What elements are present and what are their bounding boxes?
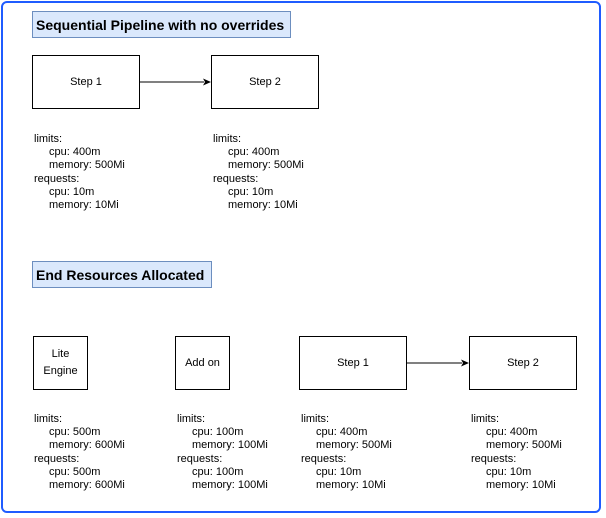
resource-spec-step-1: limits: cpu: 400m memory: 500Mi requests… xyxy=(34,133,125,212)
resource-spec-step-2-allocated: limits: cpu: 400m memory: 500Mi requests… xyxy=(471,413,562,492)
requests-cpu: cpu: 10m xyxy=(49,185,95,198)
limits-cpu: cpu: 400m xyxy=(486,426,538,439)
limits-memory: memory: 500Mi xyxy=(49,159,125,172)
limits-cpu: cpu: 100m xyxy=(192,426,244,439)
node-step-2-allocated[interactable]: Step 2 xyxy=(469,336,577,390)
node-step-1-label: Step 1 xyxy=(70,75,102,88)
node-step-1-allocated[interactable]: Step 1 xyxy=(299,336,407,390)
arrow-allocated-step-1-to-step-2 xyxy=(407,359,469,367)
limits-cpu: cpu: 400m xyxy=(49,146,101,159)
requests-memory: memory: 600Mi xyxy=(49,479,125,492)
limits-cpu: cpu: 500m xyxy=(49,426,101,439)
requests-memory: memory: 10Mi xyxy=(228,199,298,212)
limits-cpu: cpu: 400m xyxy=(228,146,280,159)
node-step-2[interactable]: Step 2 xyxy=(211,55,319,109)
requests-label: requests: xyxy=(213,172,259,185)
requests-cpu: cpu: 10m xyxy=(486,465,532,478)
node-lite-engine[interactable]: Lite Engine xyxy=(33,336,88,390)
diagram-frame xyxy=(1,1,601,513)
limits-label: limits: xyxy=(471,413,500,425)
resource-spec-step-2: limits: cpu: 400m memory: 500Mi requests… xyxy=(213,133,304,212)
node-step-2-label: Step 2 xyxy=(249,75,281,88)
requests-cpu: cpu: 100m xyxy=(192,465,244,478)
resource-spec-step-1-allocated: limits: cpu: 400m memory: 500Mi requests… xyxy=(301,413,392,492)
limits-label: limits: xyxy=(301,413,330,425)
node-lite-engine-label: Lite Engine xyxy=(43,348,78,377)
limits-memory: memory: 100Mi xyxy=(192,439,268,452)
requests-memory: memory: 10Mi xyxy=(316,479,386,492)
requests-label: requests: xyxy=(177,452,223,465)
limits-memory: memory: 500Mi xyxy=(228,159,304,172)
section-title-sequential-pipeline: Sequential Pipeline with no overrides xyxy=(32,11,291,38)
requests-memory: memory: 10Mi xyxy=(486,479,556,492)
limits-cpu: cpu: 400m xyxy=(316,426,368,439)
requests-label: requests: xyxy=(301,452,347,465)
section-title-end-resources: End Resources Allocated xyxy=(32,261,212,288)
requests-label: requests: xyxy=(34,452,80,465)
arrow-step-1-to-step-2 xyxy=(140,78,211,86)
limits-label: limits: xyxy=(34,133,63,145)
requests-label: requests: xyxy=(471,452,517,465)
resource-spec-lite-engine: limits: cpu: 500m memory: 600Mi requests… xyxy=(34,413,125,492)
limits-label: limits: xyxy=(213,133,242,145)
limits-memory: memory: 600Mi xyxy=(49,439,125,452)
requests-cpu: cpu: 500m xyxy=(49,465,101,478)
limits-memory: memory: 500Mi xyxy=(486,439,562,452)
node-add-on[interactable]: Add on xyxy=(175,336,230,390)
resource-spec-add-on: limits: cpu: 100m memory: 100Mi requests… xyxy=(177,413,268,492)
limits-memory: memory: 500Mi xyxy=(316,439,392,452)
requests-memory: memory: 10Mi xyxy=(49,199,119,212)
requests-label: requests: xyxy=(34,172,80,185)
node-step-1[interactable]: Step 1 xyxy=(32,55,140,109)
limits-label: limits: xyxy=(177,413,206,425)
requests-cpu: cpu: 10m xyxy=(228,185,274,198)
node-step-1-allocated-label: Step 1 xyxy=(337,356,369,369)
node-add-on-label: Add on xyxy=(185,356,220,369)
requests-cpu: cpu: 10m xyxy=(316,465,362,478)
requests-memory: memory: 100Mi xyxy=(192,479,268,492)
node-step-2-allocated-label: Step 2 xyxy=(507,356,539,369)
limits-label: limits: xyxy=(34,413,63,425)
